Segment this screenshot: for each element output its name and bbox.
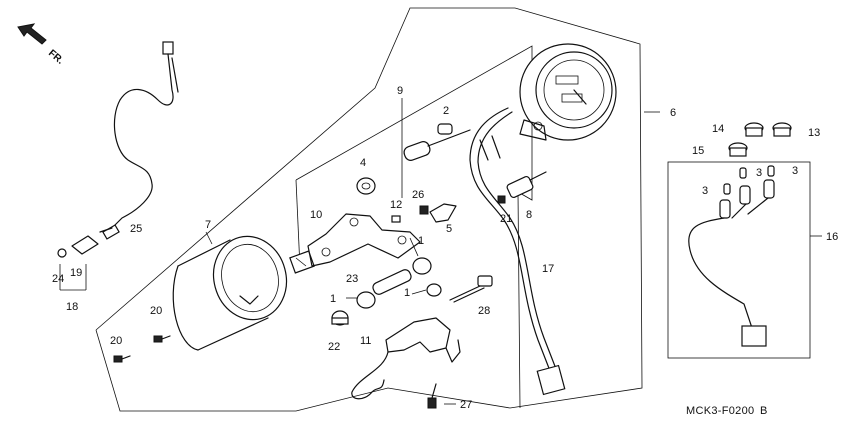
- bulb-socket-9: [403, 129, 471, 161]
- callout-19: 19: [70, 267, 82, 279]
- callout-26: 26: [412, 189, 424, 201]
- callout-3a: 3: [756, 167, 762, 179]
- callout-18: 18: [66, 301, 78, 313]
- callout-4: 4: [360, 157, 366, 169]
- callout-25: 25: [130, 223, 142, 235]
- screw-21: [497, 195, 506, 204]
- wire-clamp-5: [429, 203, 457, 223]
- grommet-1c: [426, 283, 442, 297]
- collar-23: [372, 269, 412, 295]
- diagram-revision: B: [760, 405, 768, 417]
- speedometer-cable: [102, 41, 179, 240]
- callout-11: 11: [360, 335, 371, 347]
- callout-8: 8: [526, 209, 532, 221]
- direction-label: FR.: [46, 48, 66, 67]
- callout-22: 22: [328, 341, 340, 353]
- diagram-code: MCK3-F0200: [686, 405, 754, 417]
- callout-7: 7: [205, 219, 211, 231]
- leader-lines: [59, 98, 822, 405]
- screw-26: [419, 205, 429, 215]
- bolt-20a: [153, 335, 171, 343]
- callout-16: 16: [826, 231, 838, 243]
- callout-23: 23: [346, 273, 358, 285]
- rubber-grommet-4: [356, 177, 376, 195]
- callout-27: 27: [460, 399, 472, 411]
- callout-15: 15: [692, 145, 704, 157]
- harness-sub-box: [667, 161, 811, 359]
- callout-24: 24: [52, 273, 64, 285]
- callout-1c: 1: [404, 287, 410, 299]
- callout-28: 28: [478, 305, 490, 317]
- callout-9: 9: [397, 85, 403, 97]
- bulb-cap-13: [772, 122, 792, 137]
- callout-6: 6: [670, 107, 676, 119]
- meter-case: [172, 235, 288, 351]
- meter-bulb-2: [437, 123, 453, 135]
- grommet-1b: [356, 291, 376, 309]
- bulb-cap-14: [744, 122, 764, 137]
- cable-clamp: [57, 227, 113, 258]
- callout-10: 10: [310, 209, 322, 221]
- bolt-27: [427, 383, 437, 409]
- indicator-harness-16: [688, 179, 775, 347]
- bulb-cap-15: [728, 142, 748, 157]
- bolt-28: [449, 275, 493, 303]
- lower-bracket: [351, 317, 461, 400]
- callout-3c: 3: [702, 185, 708, 197]
- front-direction-arrow-icon: [17, 23, 47, 45]
- nut-22: [331, 310, 349, 326]
- grommet-10: [289, 250, 315, 274]
- callout-14: 14: [712, 123, 724, 135]
- nut-12: [391, 215, 401, 223]
- callout-1a: 1: [418, 235, 424, 247]
- callout-12: 12: [390, 199, 402, 211]
- callout-17: 17: [542, 263, 554, 275]
- speedometer-assembly: [519, 43, 617, 141]
- callout-5: 5: [446, 223, 452, 235]
- meter-wiring: [469, 107, 566, 396]
- bulbs-3: [723, 165, 775, 195]
- callout-3b: 3: [792, 165, 798, 177]
- callout-20b: 20: [110, 335, 122, 347]
- callout-20a: 20: [150, 305, 162, 317]
- bolt-20b: [113, 355, 131, 363]
- callout-21: 21: [500, 213, 512, 225]
- assembly-outline: [95, 7, 643, 412]
- callout-13: 13: [808, 127, 820, 139]
- mounting-bracket: [307, 213, 421, 267]
- cable-nut-8: [506, 171, 547, 199]
- callout-2: 2: [443, 105, 449, 117]
- callout-1b: 1: [330, 293, 336, 305]
- grommet-1a: [412, 257, 432, 275]
